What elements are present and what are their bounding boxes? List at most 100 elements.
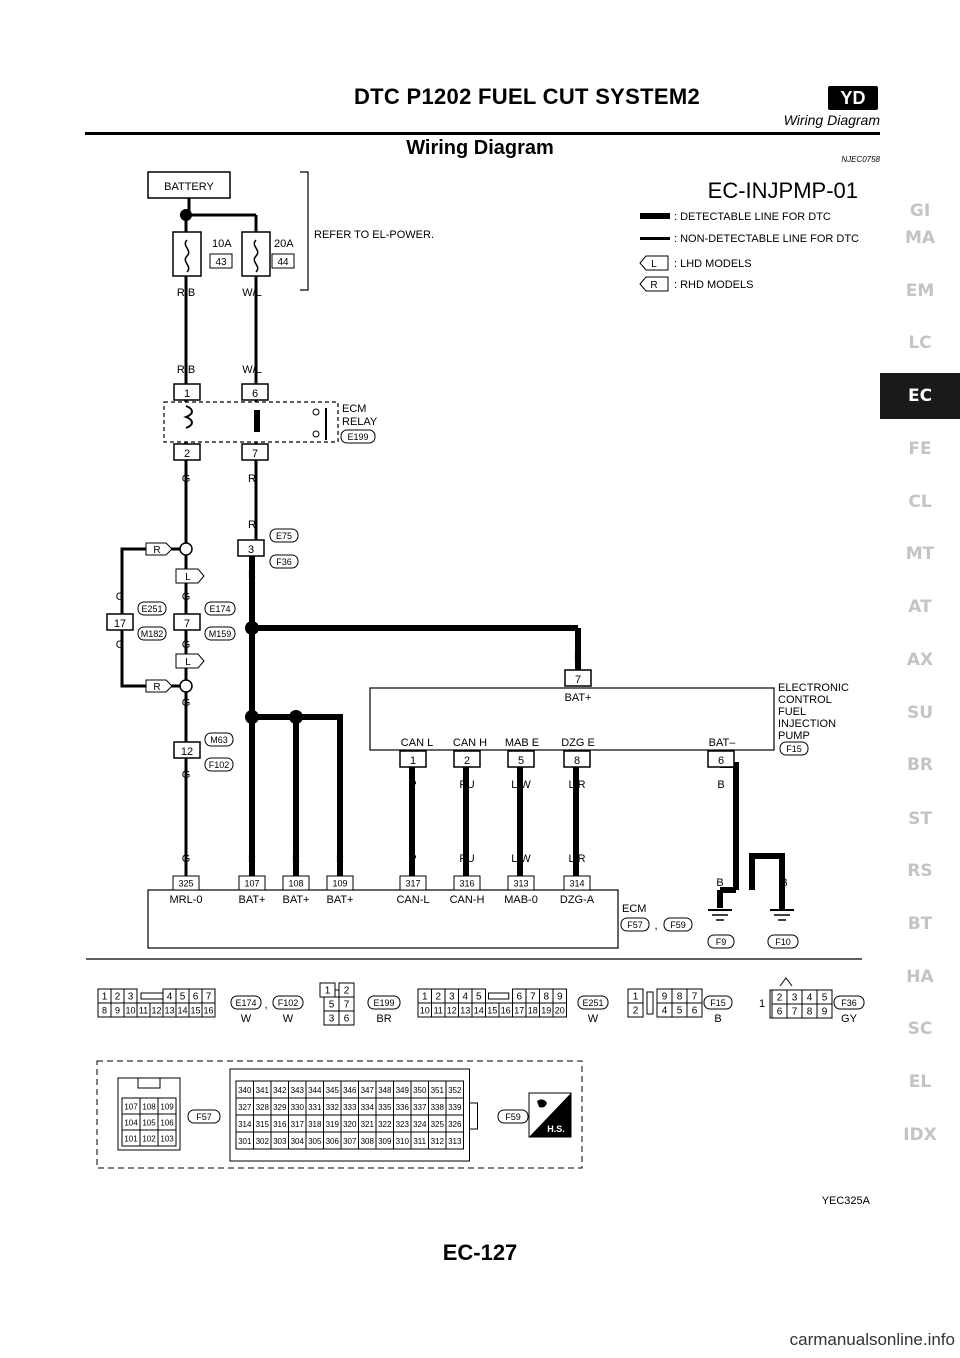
- pump-connector: F15: [786, 744, 802, 754]
- joint-7-conn-b: M159: [209, 629, 232, 639]
- f59-pin-316: 316: [273, 1120, 287, 1129]
- f59-pin-312: 312: [431, 1137, 445, 1146]
- f15-pin-2: 2: [633, 1006, 639, 1017]
- sidebar-item-rs[interactable]: RS: [907, 861, 933, 881]
- sidebar-item-su[interactable]: SU: [906, 703, 934, 723]
- power-bracket: [300, 171, 309, 291]
- fuse-44-amps: 20A: [274, 238, 294, 250]
- relay-pin-7: 7: [252, 448, 258, 460]
- e251-key: [488, 992, 510, 1000]
- sidebar-item-em[interactable]: EM: [905, 281, 935, 301]
- f15-pin-2-cell: [627, 1002, 644, 1018]
- joint-3-conn-b: F36: [276, 557, 292, 567]
- sidebar-item-lc[interactable]: LC: [908, 333, 932, 353]
- pump-pin-label-dzg-e: DZG E: [561, 737, 595, 749]
- wire-color-g-ecm: G: [182, 853, 191, 865]
- f59-pin-313-cell: [445, 1131, 464, 1150]
- ecm-pin-label-109: BAT+: [326, 894, 353, 906]
- e251-pin-6: 6: [516, 992, 522, 1003]
- e174-key: [140, 992, 166, 1000]
- sidebar-item-sc[interactable]: SC: [907, 1019, 933, 1039]
- e174-pin-13: 13: [164, 1006, 174, 1016]
- e199-pin-6: 6: [344, 1014, 350, 1025]
- f57-label: F57: [196, 1112, 212, 1122]
- sidebar-item-idx[interactable]: IDX: [903, 1125, 937, 1145]
- page-header-subtitle: Wiring Diagram: [783, 112, 880, 128]
- page-header-title: DTC P1202 FUEL CUT SYSTEM2: [353, 84, 700, 109]
- f59-label: F59: [505, 1112, 521, 1122]
- pump-pin-label-can-l: CAN L: [401, 737, 433, 749]
- sidebar-item-ax[interactable]: AX: [906, 650, 934, 670]
- page-number: EC-127: [442, 1240, 518, 1265]
- e174-label: E174: [235, 998, 256, 1008]
- f59-pin-334: 334: [361, 1103, 375, 1112]
- e174-pin-5: 5: [180, 992, 186, 1003]
- wire-color-g-6: G: [182, 697, 191, 709]
- f36-pin-1: 1: [759, 998, 765, 1010]
- f36-label: F36: [841, 998, 857, 1008]
- sidebar-item-br[interactable]: BR: [906, 755, 934, 775]
- sidebar-item-ec[interactable]: EC: [880, 373, 960, 419]
- sidebar-item-at[interactable]: AT: [908, 597, 932, 617]
- relay-connector: E199: [347, 432, 368, 442]
- sidebar-item-cl[interactable]: CL: [908, 492, 932, 512]
- pump-pin-5: 5: [518, 755, 524, 767]
- sidebar-item-ha[interactable]: HA: [906, 967, 934, 987]
- sidebar-item-fe[interactable]: FE: [908, 439, 932, 459]
- e199-pin-2: 2: [344, 986, 350, 997]
- pump-pin-7: 7: [575, 674, 581, 686]
- f59-pin-313: 313: [448, 1137, 462, 1146]
- wire-color-p-1: P: [409, 779, 416, 791]
- wire-color-g-2: G: [116, 591, 125, 603]
- pump-pin-label-bat-minus: BAT–: [709, 737, 737, 749]
- ecm-pin-325-cell: [172, 875, 200, 891]
- sidebar-item-bt[interactable]: BT: [907, 914, 933, 934]
- wire-color-wl-top: W/L: [242, 287, 262, 299]
- f59-pin-328: 328: [256, 1103, 270, 1112]
- sidebar-item-gi[interactable]: GI: [909, 201, 931, 221]
- e251-pin-7: 7: [530, 992, 536, 1003]
- f15-pin-6: 6: [692, 1006, 698, 1017]
- e174-pin-15: 15: [190, 1006, 200, 1016]
- wire-color-b-4: B: [780, 877, 787, 889]
- e174-pin-9: 9: [115, 1006, 120, 1016]
- e174-pin-6: 6: [193, 992, 199, 1003]
- sidebar-item-st[interactable]: ST: [908, 809, 932, 829]
- ecm-pin-109: 109: [332, 879, 347, 889]
- battery-box: [147, 171, 231, 199]
- hs-label: H.S.: [547, 1124, 565, 1134]
- fuse-44: 20A 44: [241, 231, 295, 277]
- legend-rhd-tag: R: [650, 280, 657, 291]
- sidebar-item-mt[interactable]: MT: [905, 544, 935, 564]
- f36-pin-7: 7: [792, 1007, 798, 1018]
- wire-color-b-2: B: [716, 877, 723, 889]
- f59-pin-302: 302: [256, 1137, 270, 1146]
- ecm-connector-f59: F59: [670, 920, 686, 930]
- f59-pin-310: 310: [396, 1137, 410, 1146]
- tag-r-1: R: [153, 545, 160, 556]
- f102-label: F102: [278, 998, 299, 1008]
- f59-pin-335: 335: [378, 1103, 392, 1112]
- f59-pin-317: 317: [291, 1120, 305, 1129]
- e199-label-tag: [367, 995, 401, 1010]
- sidebar-item-ma[interactable]: MA: [904, 228, 936, 248]
- joint-7-conn-a: E174: [209, 604, 230, 614]
- wire-color-r-3: R: [248, 569, 256, 581]
- pump-pin-1: 1: [410, 755, 416, 767]
- header-rule: [85, 132, 880, 135]
- e174-pin-10: 10: [125, 1006, 135, 1016]
- e251-pin-3: 3: [449, 992, 455, 1003]
- e251-pin-17: 17: [514, 1006, 524, 1016]
- f36-pin-9: 9: [822, 1007, 828, 1018]
- wire-color-wl: W/L: [242, 364, 262, 376]
- f36-pin-3: 3: [792, 993, 798, 1004]
- f59-pin-308: 308: [361, 1137, 375, 1146]
- ecm-pin-313: 313: [513, 879, 528, 889]
- ground-f9: F9: [707, 909, 735, 949]
- sidebar-item-el[interactable]: EL: [908, 1072, 932, 1092]
- e174-pin-2: 2: [115, 992, 121, 1003]
- f57-pin-107: 107: [124, 1103, 138, 1112]
- f59-pin-340: 340: [238, 1086, 252, 1095]
- f59-tag: [497, 1109, 529, 1124]
